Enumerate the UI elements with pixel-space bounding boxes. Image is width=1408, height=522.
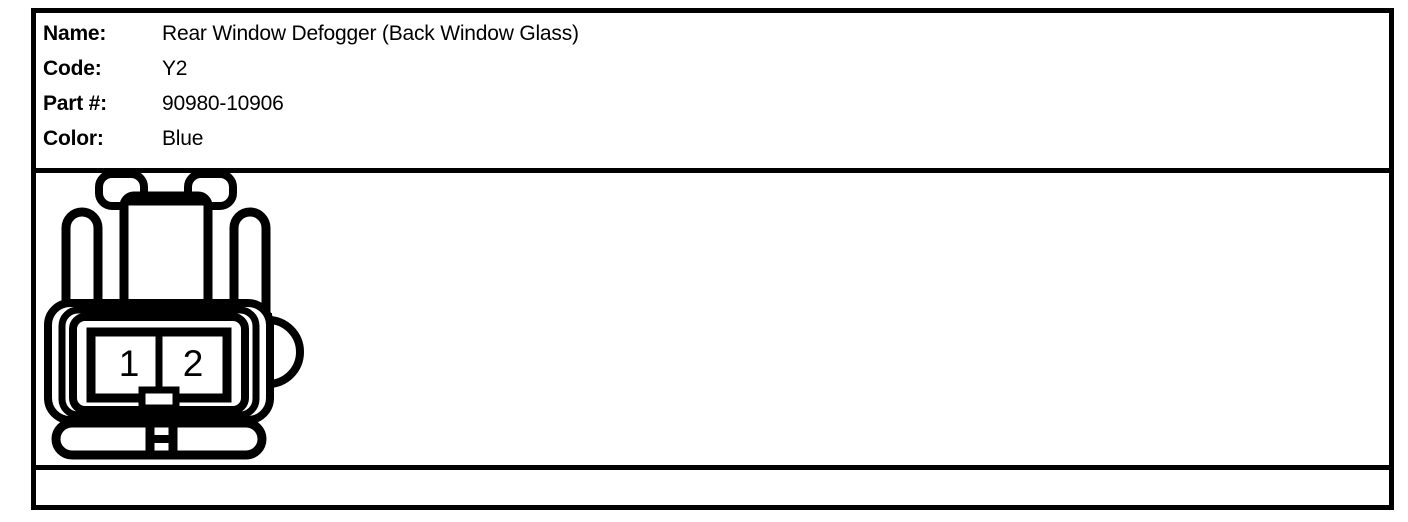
info-label-color: Color: — [43, 127, 104, 150]
connector-diagram: 1 2 — [44, 173, 304, 460]
info-value-part-number: 90980-10906 — [162, 92, 284, 115]
info-value-color: Blue — [162, 127, 204, 150]
info-label-part-number: Part #: — [43, 92, 107, 115]
info-label-name: Name: — [43, 22, 107, 45]
info-panel: Name: Rear Window Defogger (Back Window … — [36, 13, 1389, 173]
diagram-panel: 1 2 — [36, 173, 1389, 470]
connector-pin-label-2: 2 — [183, 343, 204, 384]
info-value-name: Rear Window Defogger (Back Window Glass) — [162, 22, 579, 45]
sheet-frame: Name: Rear Window Defogger (Back Window … — [31, 8, 1394, 510]
connector-key-notch — [138, 386, 180, 412]
connector-side-lug-right — [264, 315, 304, 389]
footer-panel — [36, 470, 1389, 505]
info-value-code: Y2 — [162, 57, 188, 80]
info-label-code: Code: — [43, 57, 102, 80]
connector-pin-label-1: 1 — [119, 343, 140, 384]
